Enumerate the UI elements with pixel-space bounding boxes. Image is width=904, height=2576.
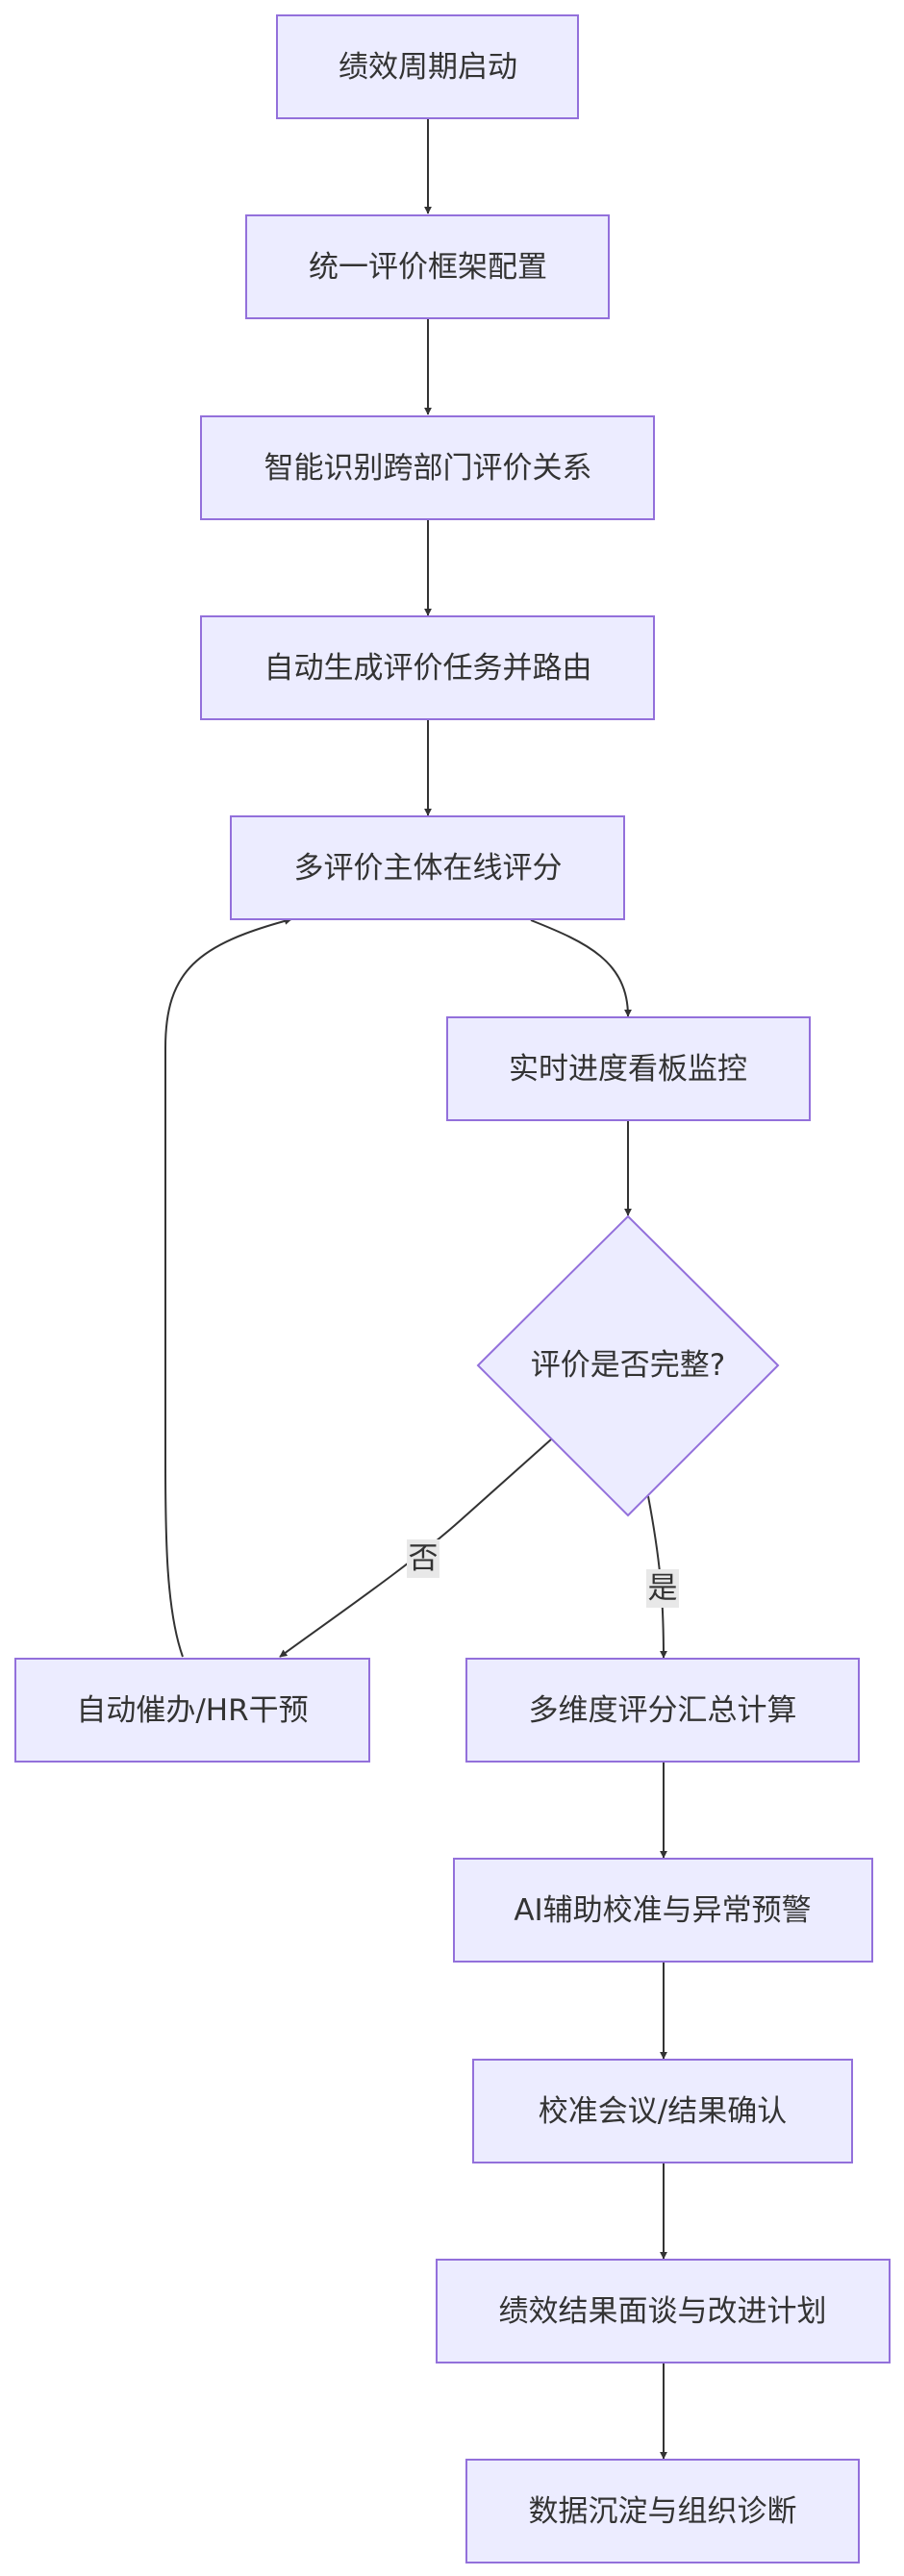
node-interview-label: 绩效结果面谈与改进计划 <box>499 2294 827 2329</box>
edge-label-yes: 是 <box>648 1571 678 1606</box>
edge-rating-monitor <box>530 919 632 1017</box>
node-start-label: 绩效周期启动 <box>339 50 517 85</box>
edge-decision-remind <box>279 1438 552 1658</box>
node-ai-label: AI辅助校准与异常预警 <box>514 1893 811 1928</box>
node-meeting: 校准会议/结果确认 <box>472 2059 853 2163</box>
node-generate-label: 自动生成评价任务并路由 <box>264 651 592 686</box>
node-meeting-label: 校准会议/结果确认 <box>539 2094 787 2129</box>
node-remind: 自动催办/HR干预 <box>14 1658 370 1763</box>
edge-label-no-bg <box>407 1539 439 1578</box>
node-ai: AI辅助校准与异常预警 <box>453 1858 873 1963</box>
node-decision: 评价是否完整? <box>476 1214 780 1517</box>
node-remind-label: 自动催办/HR干预 <box>76 1693 308 1728</box>
edge-labels: 否 是 <box>407 1539 679 1608</box>
node-decision-label: 评价是否完整? <box>531 1348 725 1383</box>
node-interview: 绩效结果面谈与改进计划 <box>436 2259 891 2363</box>
edge-label-yes-bg <box>646 1569 679 1608</box>
node-rating: 多评价主体在线评分 <box>230 815 625 920</box>
node-framework-label: 统一评价框架配置 <box>309 250 547 285</box>
node-rating-label: 多评价主体在线评分 <box>294 851 563 886</box>
edge-label-no: 否 <box>409 1541 439 1576</box>
node-identify-label: 智能识别跨部门评价关系 <box>264 451 592 486</box>
node-archive-label: 数据沉淀与组织诊断 <box>529 2494 797 2529</box>
edge-remind-rating <box>164 916 292 1658</box>
edges <box>164 118 667 2460</box>
node-identify: 智能识别跨部门评价关系 <box>200 415 655 520</box>
node-generate: 自动生成评价任务并路由 <box>200 615 655 720</box>
nodes: 绩效周期启动 统一评价框架配置 智能识别跨部门评价关系 自动生成评价任务并路由 … <box>14 14 891 2563</box>
node-aggregate: 多维度评分汇总计算 <box>465 1658 860 1763</box>
node-monitor-label: 实时进度看板监控 <box>509 1052 747 1087</box>
node-archive: 数据沉淀与组织诊断 <box>465 2459 860 2563</box>
node-monitor: 实时进度看板监控 <box>446 1016 811 1121</box>
node-aggregate-label: 多维度评分汇总计算 <box>529 1693 797 1728</box>
node-start: 绩效周期启动 <box>276 14 579 119</box>
node-framework: 统一评价框架配置 <box>245 214 610 319</box>
